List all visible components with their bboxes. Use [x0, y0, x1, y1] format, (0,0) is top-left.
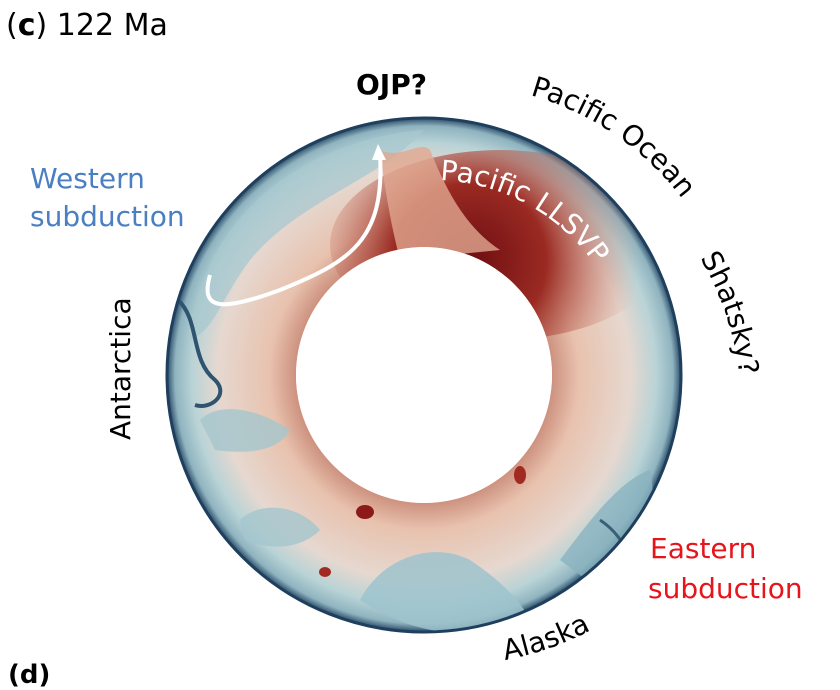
panel-title: (c) 122 Ma	[6, 8, 168, 43]
eastern-subduction-line2: subduction	[648, 572, 803, 605]
shatsky-text: Shatsky?	[694, 245, 765, 376]
mantle-annulus-figure: OJP? Pacific Ocean Pacific LLSVP Shatsky…	[30, 68, 803, 667]
mantle-annulus	[165, 116, 683, 634]
shatsky-label: Shatsky?	[694, 245, 765, 376]
panel-age: 122 Ma	[56, 8, 168, 43]
western-subduction-line1: Western	[30, 162, 145, 195]
panel-letter: c	[17, 8, 36, 43]
flow-arrow	[205, 144, 386, 307]
western-subduction-line2: subduction	[30, 200, 185, 233]
eastern-subduction-line1: Eastern	[650, 532, 756, 565]
ojp-label: OJP?	[356, 68, 427, 101]
antarctica-label: Antarctica	[104, 297, 137, 440]
core	[296, 247, 552, 503]
next-panel-label-fragment: (d)	[8, 660, 51, 690]
